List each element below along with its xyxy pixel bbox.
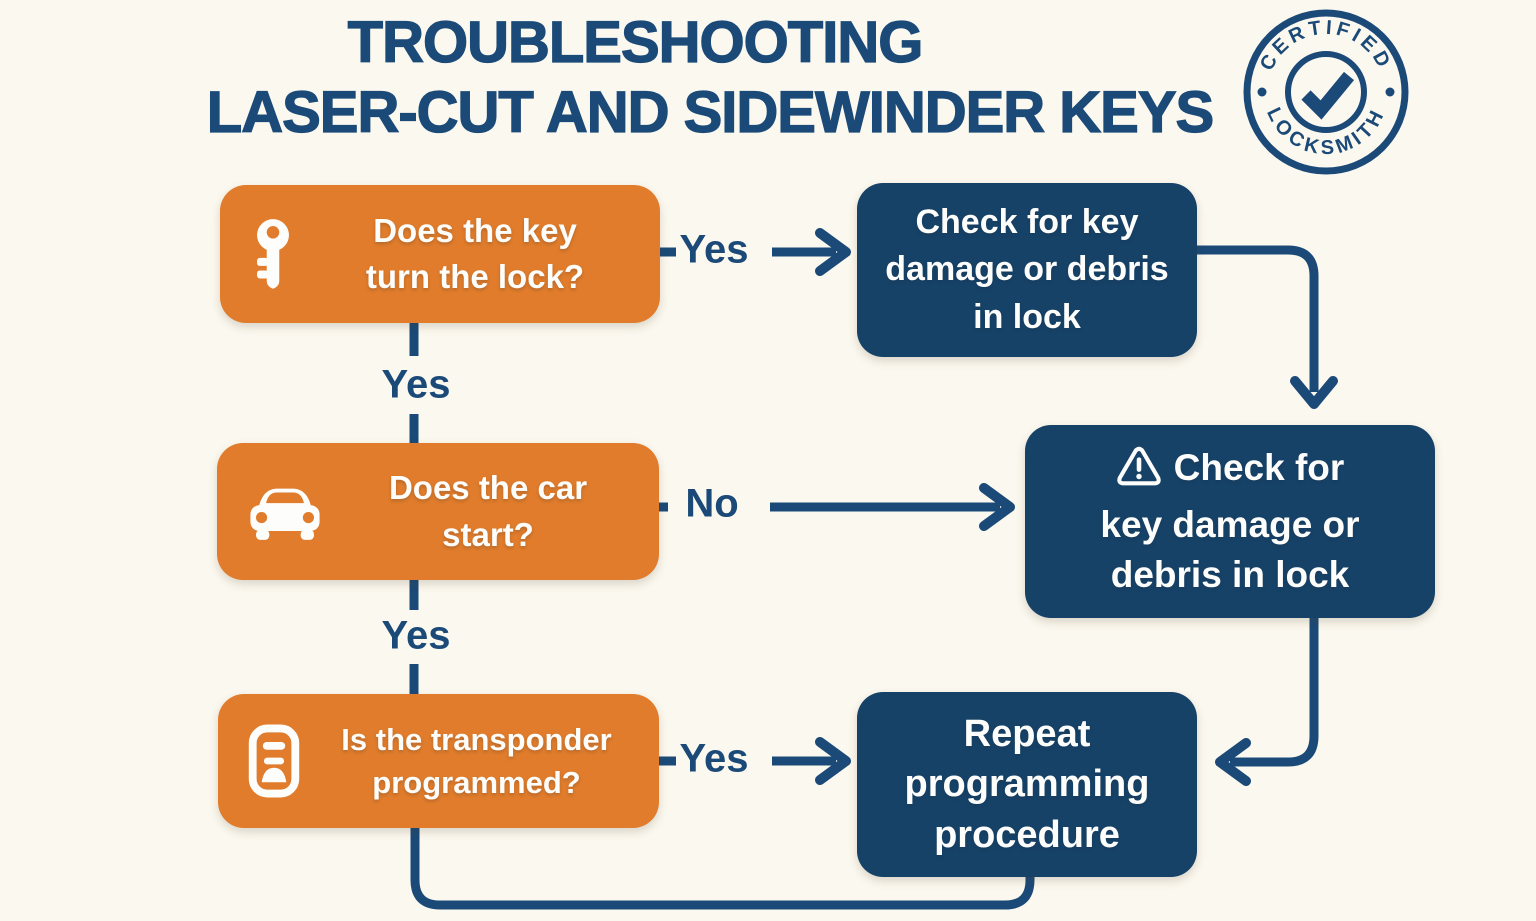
edge-label-q1-yes: Yes (679, 227, 749, 272)
edge-a2-a3-arrowhead (1215, 738, 1251, 786)
question-key-label: Does the key turn the lock? (365, 211, 585, 295)
edge-a1-a2-elbow (1197, 245, 1319, 392)
edge-q3-a3-loop (410, 828, 1035, 910)
question-car-label: Does the car start? (388, 469, 588, 553)
edge-q2-a2-arrowhead (979, 483, 1015, 531)
edge-label-q2-down-yes: Yes (381, 613, 451, 658)
certified-locksmith-badge: CERTIFIED LOCKSMITH (1243, 9, 1409, 175)
edge-q1-a1-arrowhead (815, 228, 851, 276)
question-box-key-turn: Does the key turn the lock? (220, 185, 660, 323)
edge-label-q2-no: No (685, 481, 739, 526)
badge-right-dot (1385, 87, 1395, 97)
action-check-damage-label-2: Check for key damage or debris in lock (1100, 447, 1360, 595)
warning-icon (1116, 445, 1162, 500)
question-box-transponder: Is the transponder programmed? (218, 694, 659, 828)
car-icon (247, 483, 323, 541)
badge-inner-ring (1285, 51, 1367, 133)
badge-outer-ring (1243, 9, 1409, 175)
transponder-icon (248, 724, 300, 798)
edge-q3-a3-arrowhead (815, 737, 851, 785)
badge-check-icon (1301, 71, 1355, 120)
action-box-check-damage-1: Check for key damage or debris in lock (857, 183, 1197, 357)
edge-a2-a3-elbow (1230, 618, 1319, 767)
edge-label-q3-yes: Yes (679, 736, 749, 781)
page-title-line1: TROUBLESHOOTING (347, 10, 924, 75)
action-box-repeat-programming: Repeat programming procedure (857, 692, 1197, 877)
page-title-line2: LASER-CUT AND SIDEWINDER KEYS (206, 80, 1215, 145)
edge-a1-a2-arrowhead (1290, 376, 1338, 409)
badge-left-dot (1257, 87, 1267, 97)
key-icon (250, 218, 296, 291)
edge-label-q1-down-yes: Yes (381, 362, 451, 407)
action-check-damage-label-1: Check for key damage or debris in lock (885, 202, 1169, 336)
question-transponder-label: Is the transponder programmed? (341, 721, 612, 800)
action-repeat-programming-label: Repeat programming procedure (904, 713, 1150, 856)
action-box-check-damage-2: Check for key damage or debris in lock (1025, 425, 1435, 618)
question-box-car-start: Does the car start? (217, 443, 659, 580)
